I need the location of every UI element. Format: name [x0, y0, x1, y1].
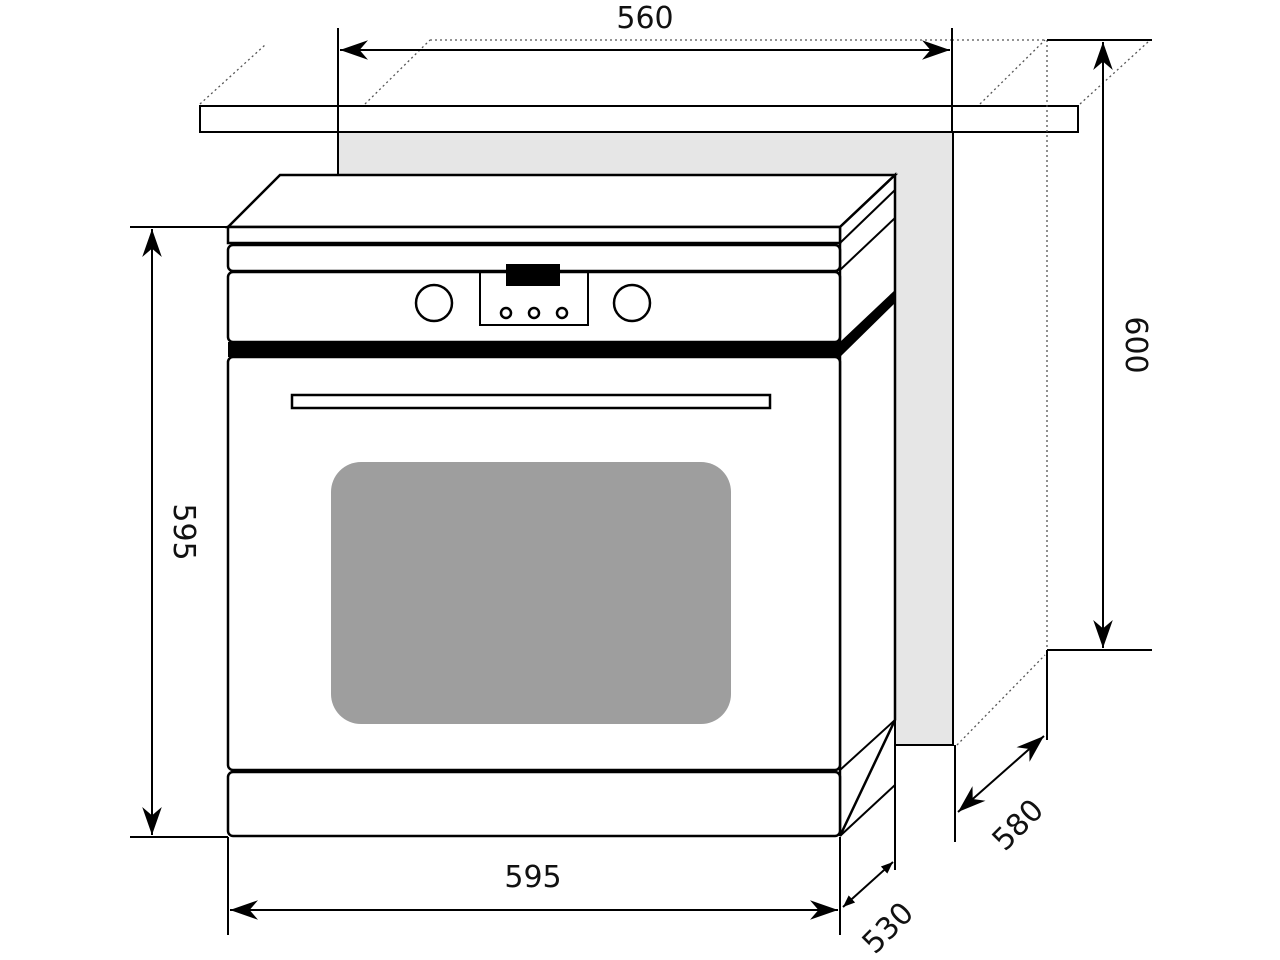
- door-window: [331, 462, 731, 724]
- bottom-drawer: [226, 770, 842, 838]
- panel-divider-band: [228, 342, 840, 357]
- right-knob: [612, 283, 652, 323]
- oven-top-edge: [226, 225, 842, 245]
- oven-top: [224, 173, 899, 229]
- button-1: [499, 306, 513, 320]
- dim-oven-width: 595: [227, 837, 841, 935]
- niche-depth-label: 580: [986, 793, 1051, 858]
- oven-depth-label: 530: [856, 896, 921, 960]
- display-bay: [479, 272, 589, 326]
- oven-side: [838, 172, 897, 837]
- oven-height-label: 595: [166, 503, 201, 560]
- niche-height-label: 600: [1118, 316, 1153, 373]
- button-2: [527, 306, 541, 320]
- niche-width-label: 560: [616, 1, 673, 36]
- dim-niche-depth: 580: [954, 650, 1051, 858]
- display-screen: [506, 264, 560, 286]
- countertop: [199, 105, 1079, 133]
- left-knob: [414, 283, 454, 323]
- oven-side-band: [840, 290, 895, 357]
- dim-niche-width: 560: [337, 1, 953, 132]
- oven-width-label: 595: [504, 860, 561, 895]
- oven: [224, 172, 899, 838]
- dim-oven-height: 595: [130, 226, 228, 838]
- button-3: [555, 306, 569, 320]
- dim-niche-height: 600: [1047, 39, 1153, 651]
- door-handle: [290, 393, 772, 410]
- perspective-dotted-lines: [199, 39, 1149, 746]
